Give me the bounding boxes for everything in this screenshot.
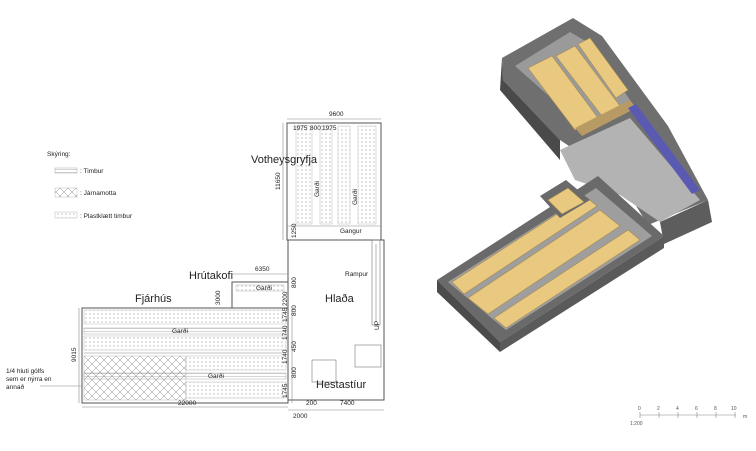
dim-1745-a: 1745 [282, 307, 289, 322]
small-block-yellow [547, 187, 585, 215]
dim-22000: 22000 [178, 400, 196, 407]
floor-plan: Votheysgryfja Garði Garði Gangur Hlaða R… [6, 111, 385, 420]
plastklaett-swatch [54, 211, 78, 219]
legend-label-plastklaett: : Plastklætt timbur [80, 213, 133, 220]
votheysgryfja-strip-4 [357, 125, 377, 225]
fjarhus-dotted-bottom [185, 381, 287, 399]
legend-label-timbur: : Timbur [80, 168, 104, 175]
legend: Skýring: : Timbur : Járnamotta : Plastkl… [47, 151, 133, 220]
hrutakofi-gardi [235, 284, 285, 292]
fjarhus-dotted-top [83, 309, 287, 325]
lower-yellow-1 [451, 195, 598, 295]
dim-9015: 9015 [71, 347, 78, 362]
note-line-3: annað [6, 383, 24, 391]
fjarhus-gardi-lower [83, 372, 287, 380]
dim-450: 450 [291, 341, 298, 352]
dim-800-b: 800 [291, 277, 298, 288]
stall-right [354, 344, 382, 368]
gardi-label-v2: Garði [351, 189, 359, 205]
dim-3000: 3000 [215, 290, 222, 305]
stall-left [311, 359, 337, 383]
scale-tick-0: 0 [638, 406, 641, 412]
dim-1740-b: 1740 [282, 349, 289, 364]
dim-800-a: 800 [310, 125, 321, 132]
legend-item-timbur: : Timbur [54, 167, 104, 175]
legend-title: Skýring: [47, 151, 71, 158]
lower-block-right [500, 236, 664, 352]
dim-200: 200 [306, 400, 317, 407]
legend-item-plastklaett: : Plastklætt timbur [54, 211, 133, 220]
scale-tick-2: 2 [657, 406, 660, 412]
dim-800-d: 800 [291, 367, 298, 378]
note-line-2: sem er nýrra en [6, 376, 52, 383]
timbur-swatch [54, 167, 78, 174]
upper-yellow-3 [577, 37, 629, 99]
dim-11650: 11650 [275, 172, 282, 190]
room-label-hlada: Hlaða [325, 293, 355, 305]
note-line-1: 1/4 hluti gólfs [6, 368, 45, 375]
dim-1250: 1250 [291, 223, 298, 238]
rampur-ramp [371, 239, 381, 326]
dim-2200: 2200 [282, 291, 289, 306]
scale-tick-6: 6 [695, 406, 698, 412]
scale-tick-10: 10 [731, 406, 737, 412]
fjarhus-gardi-upper [83, 327, 287, 335]
gangur-label: Gangur [340, 228, 363, 235]
up-label: UP [374, 321, 381, 330]
gardi-label-f1: Garði [172, 327, 188, 335]
dim-9600: 9600 [329, 111, 344, 118]
dim-1975-b: 1975 [322, 125, 337, 132]
room-label-hestastiur: Hestastíur [316, 379, 366, 391]
hrutakofi-block: Hrútakofi Garði [189, 270, 289, 309]
fjarhus-dotted-mid [83, 335, 287, 351]
scale-tick-4: 4 [676, 406, 679, 412]
hlada-floor [560, 118, 700, 222]
gardi-label-h: Garði [256, 284, 272, 292]
dim-2000: 2000 [293, 413, 308, 420]
dim-1740-a: 1740 [282, 325, 289, 340]
scale-ratio: 1:200 [630, 421, 643, 427]
jarnamotta-swatch [54, 187, 78, 198]
rampur-label: Rampur [345, 271, 369, 278]
room-label-hrutakofi: Hrútakofi [189, 270, 233, 282]
votheysgryfja-strip-3 [337, 125, 351, 225]
legend-label-jarnamotta: : Járnamotta [80, 190, 117, 197]
hlada-block: Hlaða Rampur UP Hestastíur [287, 239, 385, 401]
dim-800-c: 800 [291, 305, 298, 316]
dim-6350: 6350 [255, 266, 270, 273]
gardi-label-f2: Garði [208, 372, 224, 380]
fjarhus-dotted-low [185, 355, 287, 371]
lower-yellow-3 [493, 229, 641, 329]
fjarhus-block: Fjárhús Garði Garði [81, 293, 289, 404]
scale-unit: m [743, 414, 747, 420]
dim-7400: 7400 [340, 400, 355, 407]
dim-1975-a: 1975 [293, 125, 308, 132]
upper-block-side [500, 58, 560, 160]
room-label-votheysgryfja: Votheysgryfja [251, 154, 318, 166]
scale-tick-8: 8 [714, 406, 717, 412]
votheysgryfja-strip-2 [319, 125, 333, 225]
upper-ledge [575, 100, 636, 136]
lower-block-front [437, 280, 500, 352]
room-label-fjarhus: Fjárhús [135, 293, 172, 305]
votheysgryfja-block: Votheysgryfja Garði Garði Gangur [251, 122, 382, 241]
gardi-label-v1: Garði [313, 181, 321, 197]
dim-1745-b: 1745 [282, 383, 289, 398]
votheysgryfja-strip-1 [295, 125, 313, 225]
legend-item-jarnamotta: : Járnamotta [54, 187, 117, 198]
scale-bar: 0 2 4 6 8 10 m 1:200 [630, 406, 747, 427]
dimensions: 9600 1975 800 1975 11650 1250 6350 3000 … [71, 111, 384, 420]
lower-yellow-2 [467, 209, 621, 315]
hlada-front [660, 200, 712, 244]
floor-note: 1/4 hluti gólfs sem er nýrra en annað [6, 368, 82, 391]
isometric-model [437, 18, 712, 352]
ramp [628, 104, 700, 194]
